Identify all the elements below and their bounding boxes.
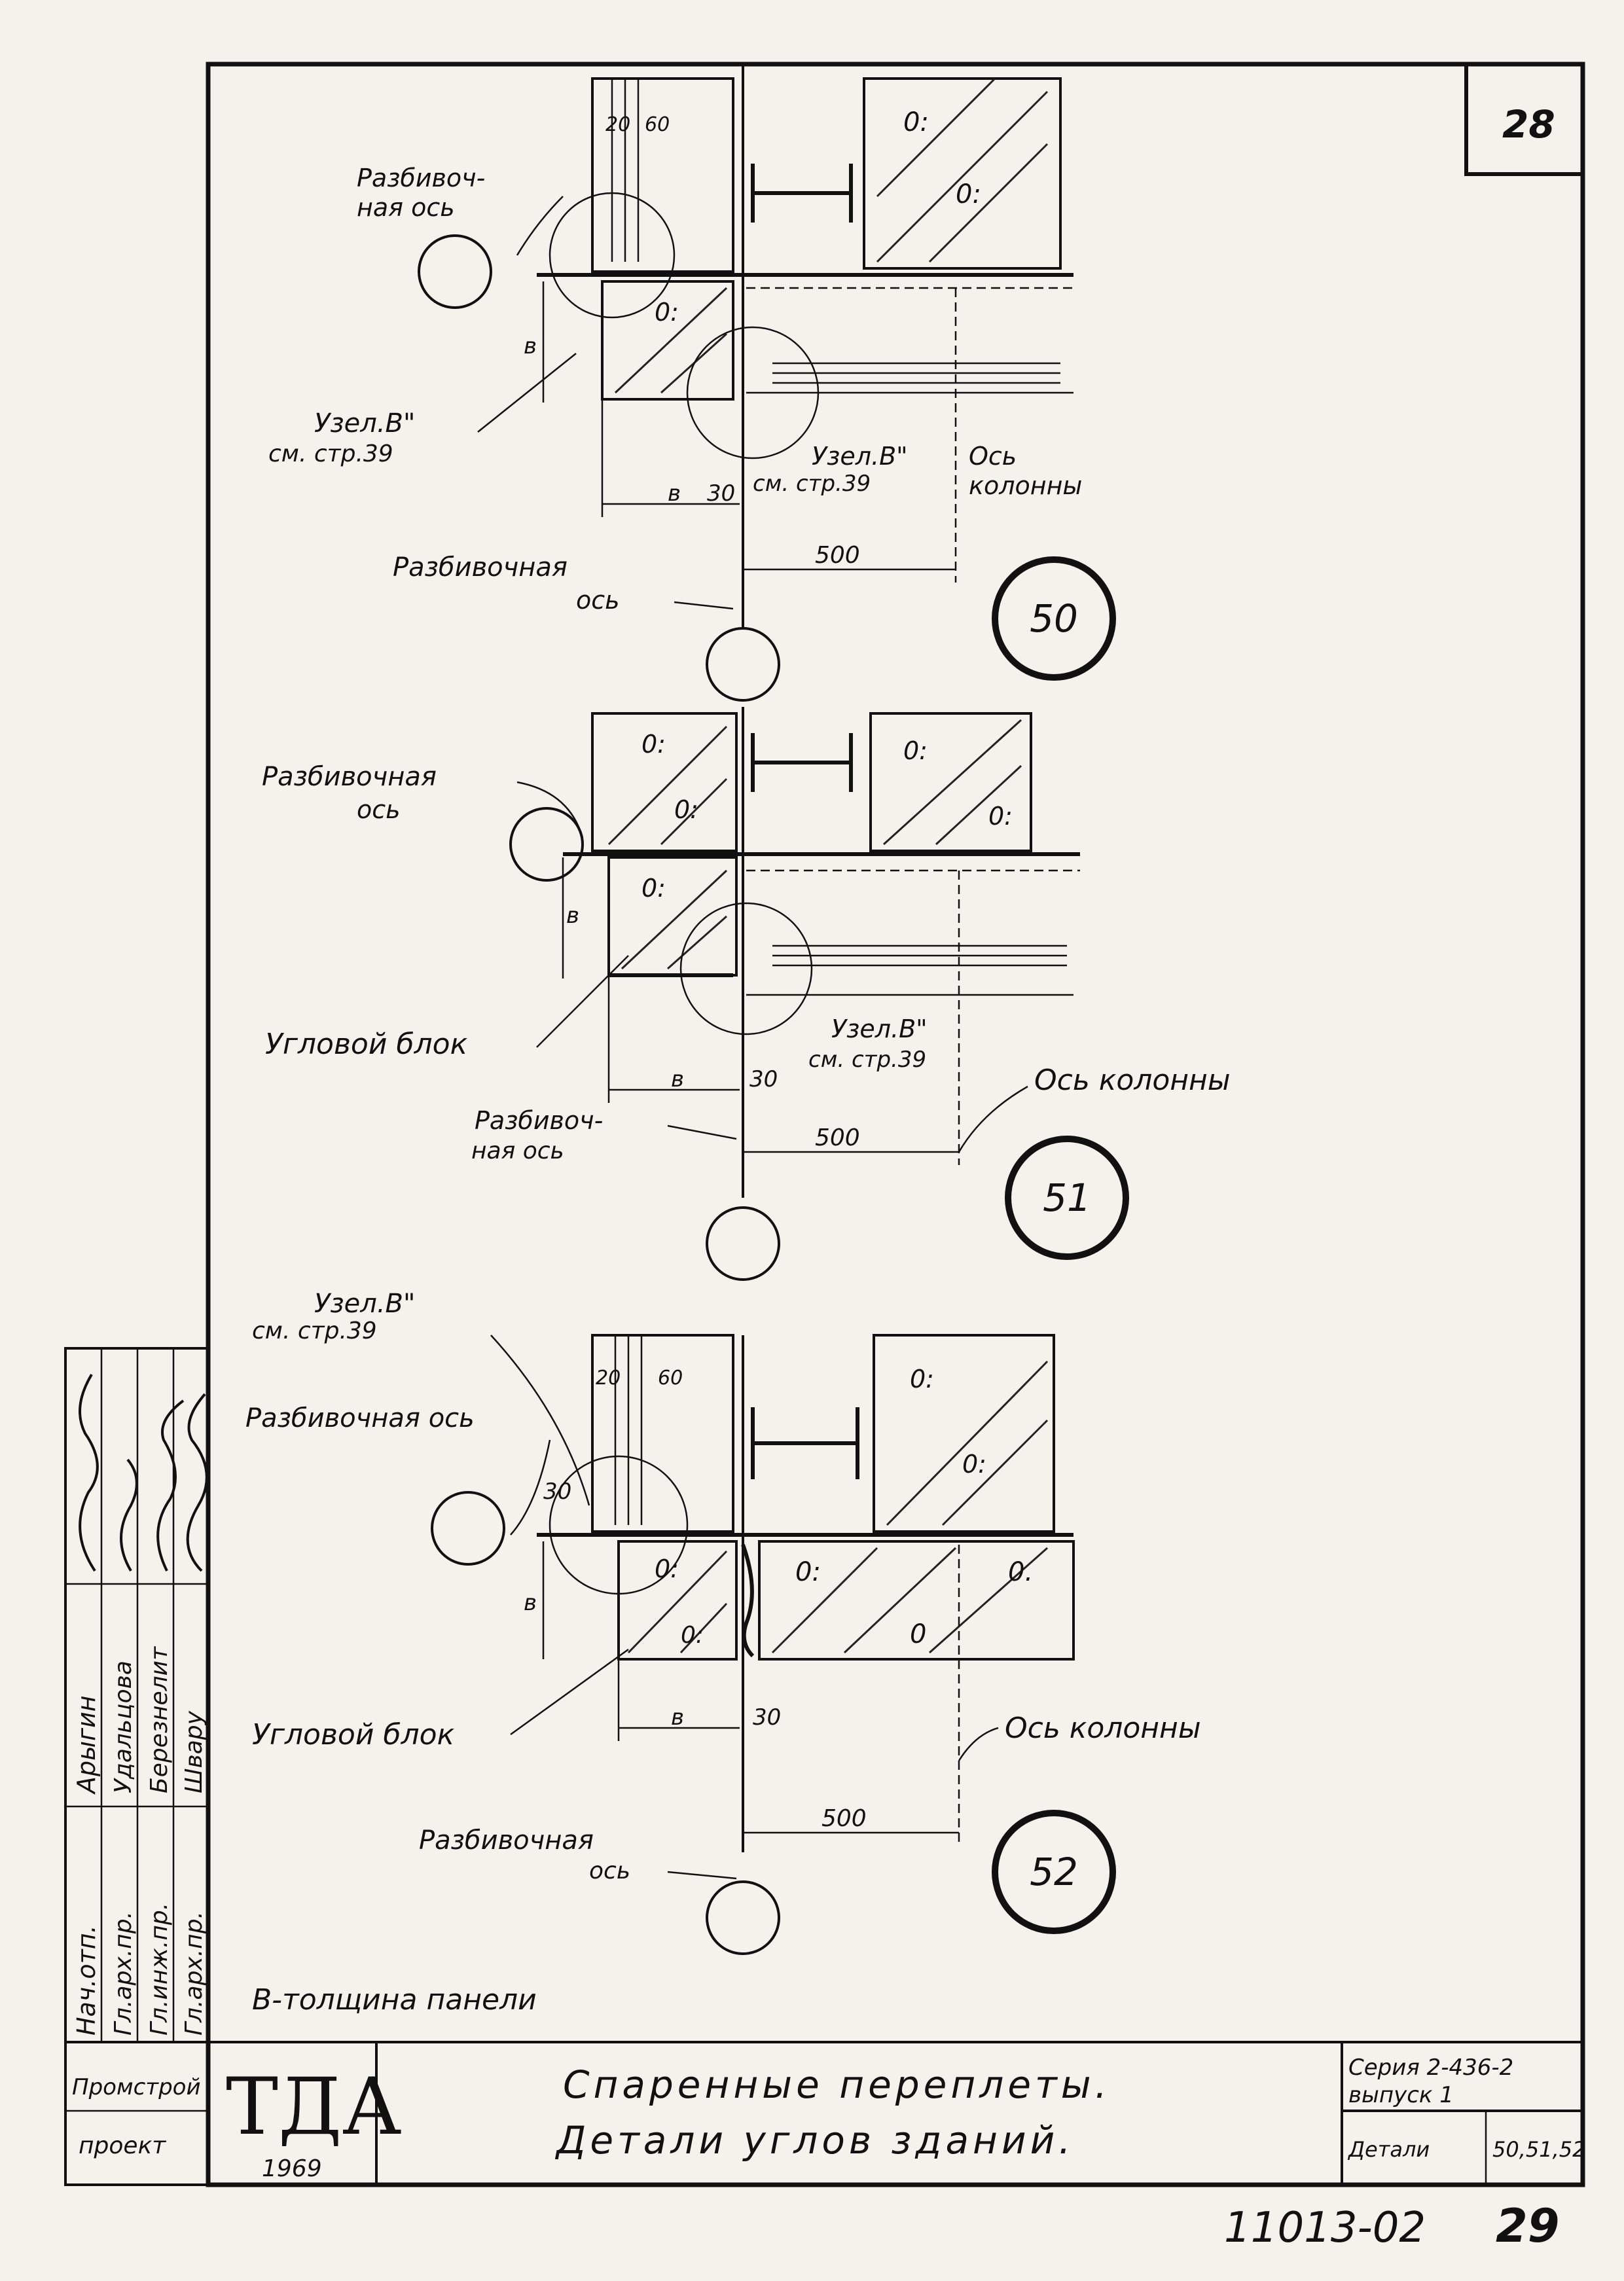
label-razb-os-51b-2: ная ось xyxy=(471,1138,564,1164)
dim-500-50: 500 xyxy=(815,542,860,569)
org-line2: проект xyxy=(79,2132,166,2159)
label-razb-os-52b-1: Разбивочная xyxy=(419,1825,594,1856)
label-uzel-52: Узел.В" xyxy=(314,1289,415,1319)
label-razb-os-51b-1: Разбивоч- xyxy=(475,1106,603,1135)
panel-note: В-толщина панели xyxy=(252,1983,537,2017)
signature-3 xyxy=(156,1399,185,1572)
svg-text:0:: 0: xyxy=(910,1365,934,1393)
stamp-role-1: Нач.отп. xyxy=(72,1925,101,2036)
label-razb-os-50a-2: ная ось xyxy=(357,193,455,222)
dim-b-vertical-50: в xyxy=(524,333,537,359)
label-cm-50b: см. стр.39 xyxy=(753,471,871,497)
dim-20-top: 20 xyxy=(605,113,630,136)
title-line1: Спаренные переплеты. xyxy=(563,2062,1111,2107)
svg-text:0:: 0: xyxy=(988,802,1013,831)
detail-51: 0: 0: 0: 0: 0: в в 30 xyxy=(262,707,1231,1281)
detail-number-51: 51 xyxy=(1043,1176,1091,1220)
dim-20-52: 20 xyxy=(596,1367,621,1390)
svg-text:0:: 0: xyxy=(674,795,698,824)
detail-50: 20 60 0: 0: 0: в в xyxy=(268,65,1116,702)
stamp-role-4: Гл.арх.пр. xyxy=(181,1911,208,2036)
dim-60-52: 60 xyxy=(658,1367,683,1390)
dim-b-vertical-51: в xyxy=(566,903,579,929)
label-razb-os-51a-2: ось xyxy=(357,795,401,824)
svg-text:0:: 0: xyxy=(641,874,666,903)
issue: выпуск 1 xyxy=(1348,2082,1454,2108)
label-razb-os-50a-1: Разбивоч- xyxy=(357,164,485,192)
svg-text:0:: 0: xyxy=(903,736,928,765)
label-os-kol-50-1: Ось xyxy=(969,442,1017,471)
label-razb-os-50c-1: Разбивочная xyxy=(393,552,568,583)
dim-30-52: 30 xyxy=(753,1704,781,1731)
svg-text:0:: 0: xyxy=(795,1557,821,1587)
svg-text:0.: 0. xyxy=(1008,1557,1033,1587)
label-uzel-50b: Узел.В" xyxy=(812,442,908,471)
label-cm-52: см. стр.39 xyxy=(252,1318,377,1344)
label-razb-os-52b-2: ось xyxy=(589,1858,630,1884)
stamp-name-3: Березнелит xyxy=(146,1646,173,1793)
stamp-role-3: Гл.инж.пр. xyxy=(146,1903,173,2036)
label-razb-os-50c-2: ось xyxy=(576,586,620,615)
title-block: Промстрой проект ТДА 1969 Спаренные пере… xyxy=(64,2041,1586,2186)
signature-stamp: Нач.отп. Арыгин Гл.арх.пр. Удальцова Гл.… xyxy=(64,1347,209,2043)
details-value: 50,51,52 xyxy=(1492,2137,1586,2162)
dim-500-51: 500 xyxy=(815,1124,860,1151)
detail-52: 20 60 0: 0: 0: 0: 0: 0. 0 в 30 xyxy=(245,1289,1201,1955)
svg-text:0:: 0: xyxy=(655,298,679,327)
dim-b-50: в xyxy=(668,480,681,507)
dim-30-vertical-52: 30 xyxy=(543,1479,571,1505)
dim-b-52: в xyxy=(671,1704,684,1731)
label-os-kol-50-2: колонны xyxy=(969,471,1082,500)
label-uglovoy-52: Угловой блок xyxy=(252,1718,455,1751)
stamp-name-4: Швару xyxy=(181,1710,208,1793)
dim-500-52: 500 xyxy=(821,1805,867,1832)
footer-code: 11013-02 xyxy=(1224,2204,1426,2252)
svg-text:0:: 0: xyxy=(681,1622,704,1649)
svg-text:0:: 0: xyxy=(655,1554,679,1583)
svg-text:0:: 0: xyxy=(903,107,929,137)
stamp-name-1: Арыгин xyxy=(72,1695,101,1795)
series: Серия 2-436-2 xyxy=(1348,2055,1513,2081)
dim-b-51: в xyxy=(671,1066,684,1092)
logo-tda: ТДА xyxy=(226,2062,401,2153)
svg-text:0: 0 xyxy=(910,1619,926,1649)
org-line1: Промстрой xyxy=(72,2074,201,2100)
dim-30-50: 30 xyxy=(707,480,735,507)
details-label: Детали xyxy=(1347,2137,1430,2162)
label-uglovoy-51: Угловой блок xyxy=(265,1028,468,1061)
stamp-name-2: Удальцова xyxy=(110,1661,137,1793)
detail-number-52: 52 xyxy=(1030,1850,1078,1894)
label-razb-os-52a: Разбивочная ось xyxy=(245,1403,475,1433)
logo-year: 1969 xyxy=(262,2155,322,2182)
stamp-role-2: Гл.арх.пр. xyxy=(110,1911,137,2036)
dim-b-vertical-52: в xyxy=(524,1590,537,1616)
label-cm-50a: см. стр.39 xyxy=(268,440,393,467)
label-uzel-51: Узел.В" xyxy=(831,1015,928,1043)
signature-2 xyxy=(120,1458,138,1572)
label-cm-51: см. стр.39 xyxy=(808,1047,926,1073)
dim-30-51: 30 xyxy=(749,1066,778,1092)
footer-number: 29 xyxy=(1496,2199,1559,2253)
label-os-kol-51: Ось колонны xyxy=(1034,1064,1231,1097)
label-razb-os-51a-1: Разбивочная xyxy=(262,762,437,792)
page-number: 28 xyxy=(1502,102,1555,147)
svg-text:0:: 0: xyxy=(641,730,666,759)
label-os-kol-52: Ось колонны xyxy=(1005,1712,1201,1745)
detail-number-50: 50 xyxy=(1030,596,1078,641)
label-uzel-50a: Узел.В" xyxy=(314,408,415,439)
svg-text:0:: 0: xyxy=(956,179,981,209)
title-line2: Детали углов зданий. xyxy=(554,2118,1075,2163)
signature-4 xyxy=(186,1393,208,1572)
svg-text:0:: 0: xyxy=(962,1450,986,1479)
dim-60-top: 60 xyxy=(645,113,670,136)
signature-1 xyxy=(79,1373,99,1572)
